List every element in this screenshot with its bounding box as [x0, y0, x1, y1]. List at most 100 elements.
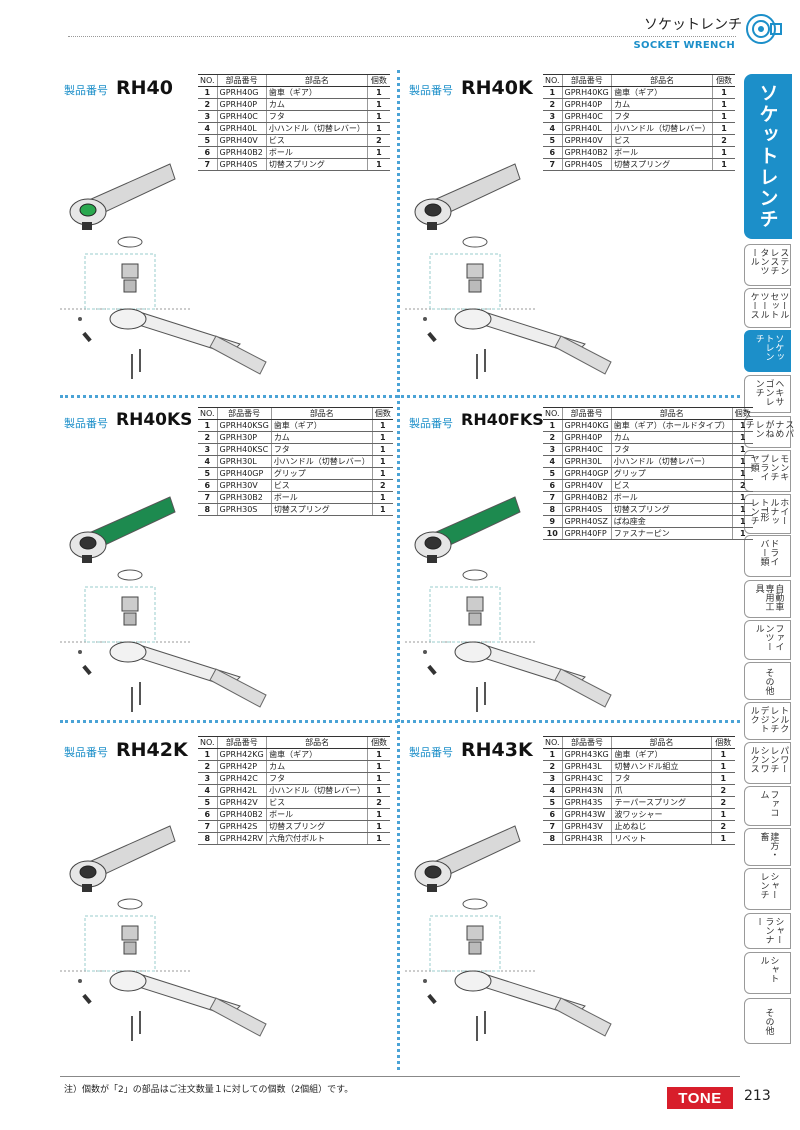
column-header-part_name: 部品名 — [611, 736, 712, 749]
side-tab-9[interactable]: ファインツール — [744, 620, 791, 660]
table-cell: ばね座金 — [610, 515, 733, 528]
table-cell: GPRH43L — [561, 760, 612, 773]
side-tab-12[interactable]: パワーレンチシンワルクス — [744, 742, 791, 784]
table-cell: 7 — [198, 491, 217, 504]
assembled-ratchet — [69, 825, 176, 892]
side-tab-14[interactable]: 建方・畜 — [744, 828, 791, 866]
product-code: RH40K — [461, 77, 533, 99]
table-cell: 6 — [198, 479, 217, 492]
table-cell: 小ハンドル（切替レバー） — [270, 455, 373, 468]
side-tab-2[interactable]: ソケットレンチ — [744, 330, 791, 372]
table-cell: 1 — [198, 748, 217, 761]
parts-table-header: NO.部品番号部品名個数 — [198, 74, 390, 87]
table-cell: 1 — [731, 443, 753, 456]
table-cell: 1 — [367, 808, 390, 821]
table-cell: GPRH40S — [561, 158, 612, 171]
side-tab-16[interactable]: シャーランナー — [744, 913, 791, 949]
side-tab-7[interactable]: ドライバー類 — [744, 535, 791, 577]
assembled-ratchet — [414, 163, 521, 230]
table-cell: GPRH43V — [561, 820, 612, 833]
table-cell: 1 — [366, 122, 390, 135]
table-cell: 4 — [198, 784, 217, 797]
table-cell: GPRH40B2 — [216, 808, 267, 821]
table-cell: 止めねじ — [611, 820, 712, 833]
table-cell: 2 — [543, 760, 562, 773]
table-cell: 6 — [543, 479, 562, 492]
column-header-qty: 個数 — [731, 407, 753, 420]
table-cell: 6 — [198, 146, 217, 159]
parts-table-header: NO.部品番号部品名個数 — [543, 74, 735, 87]
column-header-qty: 個数 — [371, 407, 393, 420]
table-cell: 1 — [367, 772, 390, 785]
table-cell: 7 — [543, 491, 562, 504]
table-cell: 5 — [543, 134, 562, 147]
table-cell: 8 — [543, 503, 562, 516]
column-header-qty: 個数 — [710, 736, 735, 749]
table-cell: 1 — [712, 110, 735, 123]
table-cell: GPRH40V — [561, 479, 612, 492]
column-header-part_no: 部品番号 — [216, 74, 267, 87]
table-cell: 1 — [731, 503, 753, 516]
table-cell: 6 — [198, 808, 217, 821]
side-tab-15[interactable]: シャーレンチ — [744, 868, 791, 910]
side-tab-8[interactable]: 自動車専用工具 — [744, 580, 791, 618]
table-cell: 5 — [543, 467, 562, 480]
table-cell: GPRH43KG — [561, 748, 612, 761]
table-cell: 4 — [543, 455, 562, 468]
table-cell: ビス — [610, 479, 733, 492]
table-cell: 1 — [366, 98, 390, 111]
product-number-label: 製品番号 — [64, 417, 108, 430]
side-tab-1[interactable]: ツールセットツールケース — [744, 288, 791, 328]
side-tab-10[interactable]: その他 — [744, 662, 791, 700]
side-tab-13[interactable]: ファコム — [744, 786, 791, 826]
table-cell: GPRH42C — [216, 772, 267, 785]
table-cell: 2 — [371, 479, 393, 492]
table-cell: フタ — [611, 772, 712, 785]
table-cell: 2 — [198, 760, 217, 773]
table-cell: GPRH40SZ — [561, 515, 612, 528]
horizontal-divider — [60, 720, 740, 723]
side-tab-18[interactable]: その他 — [744, 998, 791, 1044]
table-cell: 7 — [198, 158, 217, 171]
table-cell: フタ — [611, 110, 713, 123]
table-cell: ビス — [265, 134, 368, 147]
column-header-qty: 個数 — [366, 74, 390, 87]
table-cell: GPRH43R — [561, 832, 612, 845]
table-cell: GPRH40B2 — [561, 491, 612, 504]
socket-wrench-icon — [746, 14, 782, 44]
table-cell: GPRH30L — [561, 455, 612, 468]
table-cell: カム — [610, 431, 733, 444]
table-cell: 1 — [366, 86, 390, 99]
table-cell: 1 — [367, 832, 390, 845]
table-cell: 5 — [198, 134, 217, 147]
table-cell: 4 — [198, 455, 217, 468]
exploded-view — [405, 236, 612, 379]
side-tab-11[interactable]: トルクレンチデジトルク — [744, 702, 791, 740]
table-cell: 小ハンドル（切替レバー） — [266, 784, 368, 797]
table-cell: フタ — [610, 443, 733, 456]
side-tab-0[interactable]: ステンレスチタンツール — [744, 244, 791, 286]
table-cell: GPRH42V — [216, 796, 267, 809]
table-cell: 2 — [710, 820, 735, 833]
side-tab-3[interactable]: ヘキサゴンレンチ — [744, 375, 791, 413]
side-tab-17[interactable]: シャトル — [744, 952, 791, 994]
table-cell: GPRH40L — [561, 122, 612, 135]
column-header-no: NO. — [198, 74, 217, 87]
side-main-tab[interactable]: ソケットレンチ — [744, 74, 792, 239]
table-cell: 1 — [367, 748, 390, 761]
